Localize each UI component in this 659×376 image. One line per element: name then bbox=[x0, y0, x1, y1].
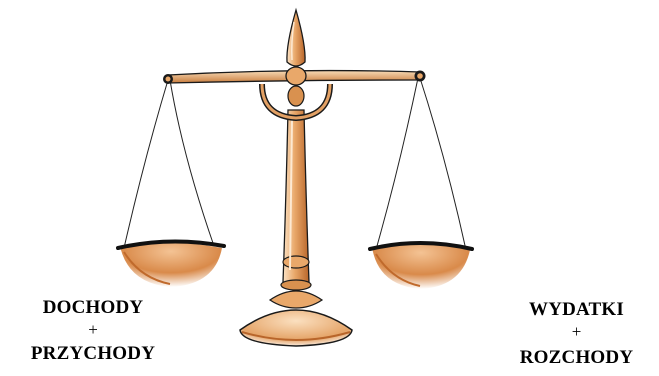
revenue-label: PRZYCHODY bbox=[0, 344, 186, 363]
scale-finial bbox=[286, 10, 306, 106]
right-pan bbox=[370, 243, 472, 289]
left-pan bbox=[118, 241, 224, 287]
expenses-label: WYDATKI bbox=[494, 300, 659, 319]
scale-column bbox=[281, 110, 311, 290]
right-pan-label: WYDATKI + ROZCHODY bbox=[494, 300, 659, 367]
left-pan-strings bbox=[124, 80, 214, 248]
right-plus-sign: + bbox=[494, 323, 659, 340]
right-pan-strings bbox=[377, 78, 466, 250]
left-plus-sign: + bbox=[0, 321, 186, 338]
scale-base bbox=[240, 291, 352, 346]
income-label: DOCHODY bbox=[0, 298, 186, 317]
outflows-label: ROZCHODY bbox=[494, 348, 659, 367]
left-pan-label: DOCHODY + PRZYCHODY bbox=[0, 298, 186, 363]
